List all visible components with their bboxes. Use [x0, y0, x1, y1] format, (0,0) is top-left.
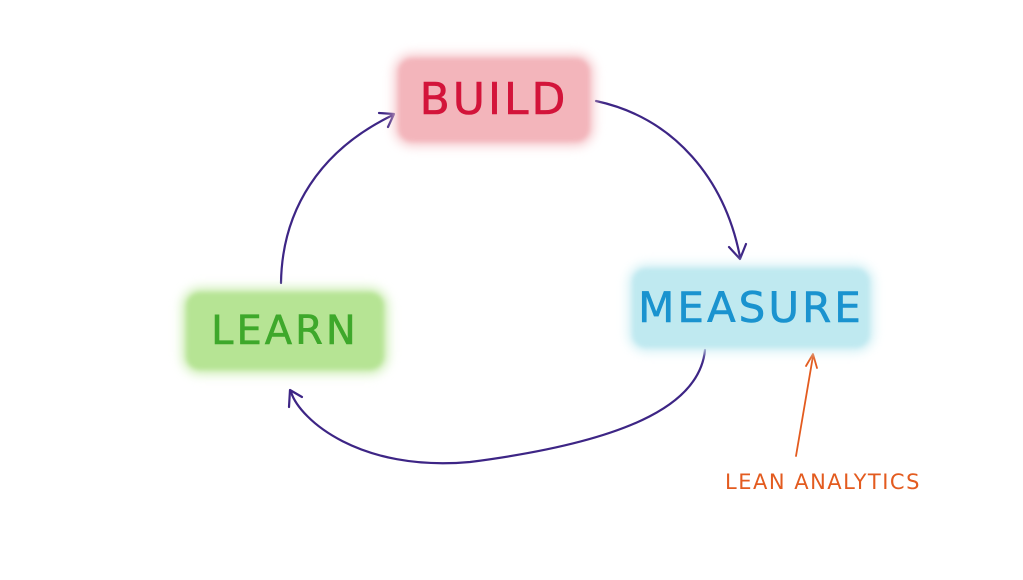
annotation-lean-analytics: LEAN ANALYTICS [725, 470, 921, 494]
arrow-measure-to-learn [287, 348, 707, 465]
arrow-learn-to-build [279, 111, 396, 285]
measure-highlight [632, 268, 870, 348]
build-highlight [398, 58, 590, 142]
arrow-annotation-to-measure [795, 353, 818, 457]
learn-highlight [186, 292, 384, 370]
node-learn: LEARN [186, 292, 384, 370]
node-measure: MEASURE [632, 268, 870, 348]
node-learn-label: LEARN [211, 308, 359, 354]
node-build-label: BUILD [419, 74, 569, 125]
node-measure-label: MEASURE [638, 283, 864, 332]
arrow-build-to-measure [594, 99, 748, 261]
node-build: BUILD [398, 58, 590, 142]
